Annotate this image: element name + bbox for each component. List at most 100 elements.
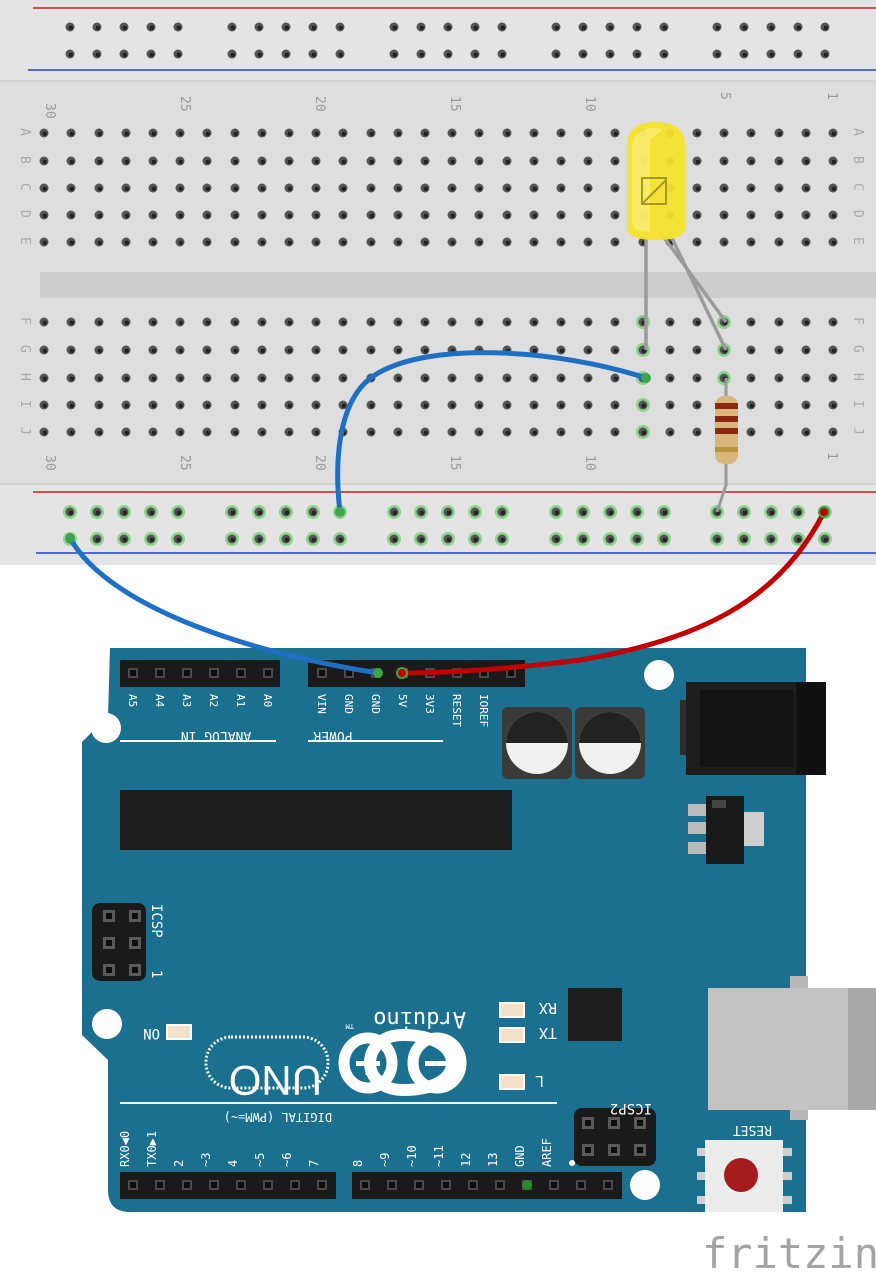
breadboard-hole[interactable] — [230, 183, 240, 193]
breadboard-hole[interactable] — [746, 237, 756, 247]
breadboard-hole[interactable] — [393, 317, 403, 327]
breadboard-hole[interactable] — [121, 156, 131, 166]
breadboard-hole[interactable] — [447, 183, 457, 193]
breadboard-hole[interactable] — [801, 237, 811, 247]
breadboard-hole[interactable] — [308, 22, 318, 32]
breadboard-hole[interactable] — [420, 373, 430, 383]
breadboard-hole[interactable] — [230, 373, 240, 383]
breadboard-hole[interactable] — [801, 128, 811, 138]
breadboard-hole[interactable] — [502, 317, 512, 327]
breadboard-hole[interactable] — [202, 345, 212, 355]
breadboard-hole[interactable] — [474, 373, 484, 383]
breadboard-hole[interactable] — [366, 128, 376, 138]
breadboard-hole[interactable] — [227, 49, 237, 59]
breadboard-hole[interactable] — [605, 22, 615, 32]
breadboard-hole[interactable] — [719, 156, 729, 166]
breadboard-hole[interactable] — [474, 317, 484, 327]
breadboard-hole[interactable] — [338, 373, 348, 383]
breadboard-hole[interactable] — [793, 49, 803, 59]
breadboard-hole[interactable] — [94, 210, 104, 220]
breadboard-hole[interactable] — [202, 427, 212, 437]
breadboard-hole[interactable] — [692, 317, 702, 327]
breadboard-hole[interactable] — [659, 49, 669, 59]
breadboard-hole[interactable] — [257, 128, 267, 138]
breadboard-hole[interactable] — [306, 532, 320, 546]
breadboard-hole[interactable] — [175, 210, 185, 220]
breadboard-hole[interactable] — [791, 505, 805, 519]
breadboard-hole[interactable] — [529, 156, 539, 166]
breadboard-hole[interactable] — [338, 183, 348, 193]
header-pin[interactable] — [603, 1180, 613, 1190]
breadboard-hole[interactable] — [338, 156, 348, 166]
breadboard-hole[interactable] — [774, 345, 784, 355]
breadboard-hole[interactable] — [393, 183, 403, 193]
header-pin[interactable] — [441, 1180, 451, 1190]
breadboard-hole[interactable] — [774, 183, 784, 193]
breadboard-hole[interactable] — [474, 128, 484, 138]
breadboard-hole[interactable] — [556, 128, 566, 138]
breadboard-hole[interactable] — [311, 128, 321, 138]
breadboard-hole[interactable] — [603, 505, 617, 519]
breadboard-hole[interactable] — [630, 505, 644, 519]
breadboard-hole[interactable] — [529, 400, 539, 410]
header-pin[interactable] — [155, 668, 165, 678]
header-pin[interactable] — [155, 1180, 165, 1190]
breadboard-hole[interactable] — [338, 210, 348, 220]
breadboard-hole[interactable] — [230, 317, 240, 327]
breadboard-hole[interactable] — [828, 156, 838, 166]
breadboard-hole[interactable] — [202, 210, 212, 220]
breadboard-hole[interactable] — [583, 156, 593, 166]
breadboard-hole[interactable] — [94, 128, 104, 138]
breadboard-hole[interactable] — [148, 427, 158, 437]
breadboard-hole[interactable] — [148, 317, 158, 327]
breadboard-hole[interactable] — [387, 532, 401, 546]
header-pin[interactable] — [414, 1180, 424, 1190]
breadboard-hole[interactable] — [497, 22, 507, 32]
header-pin[interactable] — [468, 1180, 478, 1190]
breadboard-hole[interactable] — [495, 532, 509, 546]
breadboard-hole[interactable] — [175, 345, 185, 355]
breadboard-hole[interactable] — [175, 373, 185, 383]
breadboard-hole[interactable] — [119, 22, 129, 32]
breadboard-hole[interactable] — [393, 237, 403, 247]
breadboard-hole[interactable] — [257, 210, 267, 220]
breadboard-hole[interactable] — [774, 156, 784, 166]
breadboard-hole[interactable] — [474, 183, 484, 193]
breadboard-hole[interactable] — [746, 373, 756, 383]
breadboard-hole[interactable] — [338, 128, 348, 138]
breadboard-hole[interactable] — [308, 49, 318, 59]
breadboard-hole[interactable] — [257, 237, 267, 247]
breadboard-hole[interactable] — [692, 345, 702, 355]
breadboard-hole[interactable] — [420, 128, 430, 138]
breadboard-hole[interactable] — [474, 210, 484, 220]
breadboard-hole[interactable] — [66, 427, 76, 437]
breadboard-hole[interactable] — [502, 237, 512, 247]
breadboard-hole[interactable] — [610, 183, 620, 193]
breadboard-hole[interactable] — [447, 210, 457, 220]
icsp-pin[interactable] — [103, 910, 115, 922]
breadboard-hole[interactable] — [791, 532, 805, 546]
breadboard-hole[interactable] — [175, 156, 185, 166]
breadboard-hole[interactable] — [284, 317, 294, 327]
breadboard-hole[interactable] — [774, 237, 784, 247]
breadboard-hole[interactable] — [230, 427, 240, 437]
header-pin[interactable] — [317, 1180, 327, 1190]
breadboard-hole[interactable] — [230, 156, 240, 166]
breadboard-hole[interactable] — [420, 427, 430, 437]
breadboard-hole[interactable] — [148, 373, 158, 383]
breadboard-hole[interactable] — [257, 317, 267, 327]
breadboard-hole[interactable] — [148, 237, 158, 247]
breadboard-hole[interactable] — [90, 505, 104, 519]
header-pin[interactable] — [209, 1180, 219, 1190]
breadboard-hole[interactable] — [121, 183, 131, 193]
breadboard-hole[interactable] — [173, 49, 183, 59]
breadboard-hole[interactable] — [39, 427, 49, 437]
breadboard-hole[interactable] — [420, 210, 430, 220]
breadboard-hole[interactable] — [636, 398, 650, 412]
breadboard-hole[interactable] — [117, 532, 131, 546]
breadboard-hole[interactable] — [366, 183, 376, 193]
breadboard-hole[interactable] — [529, 128, 539, 138]
breadboard-hole[interactable] — [447, 373, 457, 383]
breadboard-hole[interactable] — [828, 345, 838, 355]
breadboard-hole[interactable] — [90, 532, 104, 546]
